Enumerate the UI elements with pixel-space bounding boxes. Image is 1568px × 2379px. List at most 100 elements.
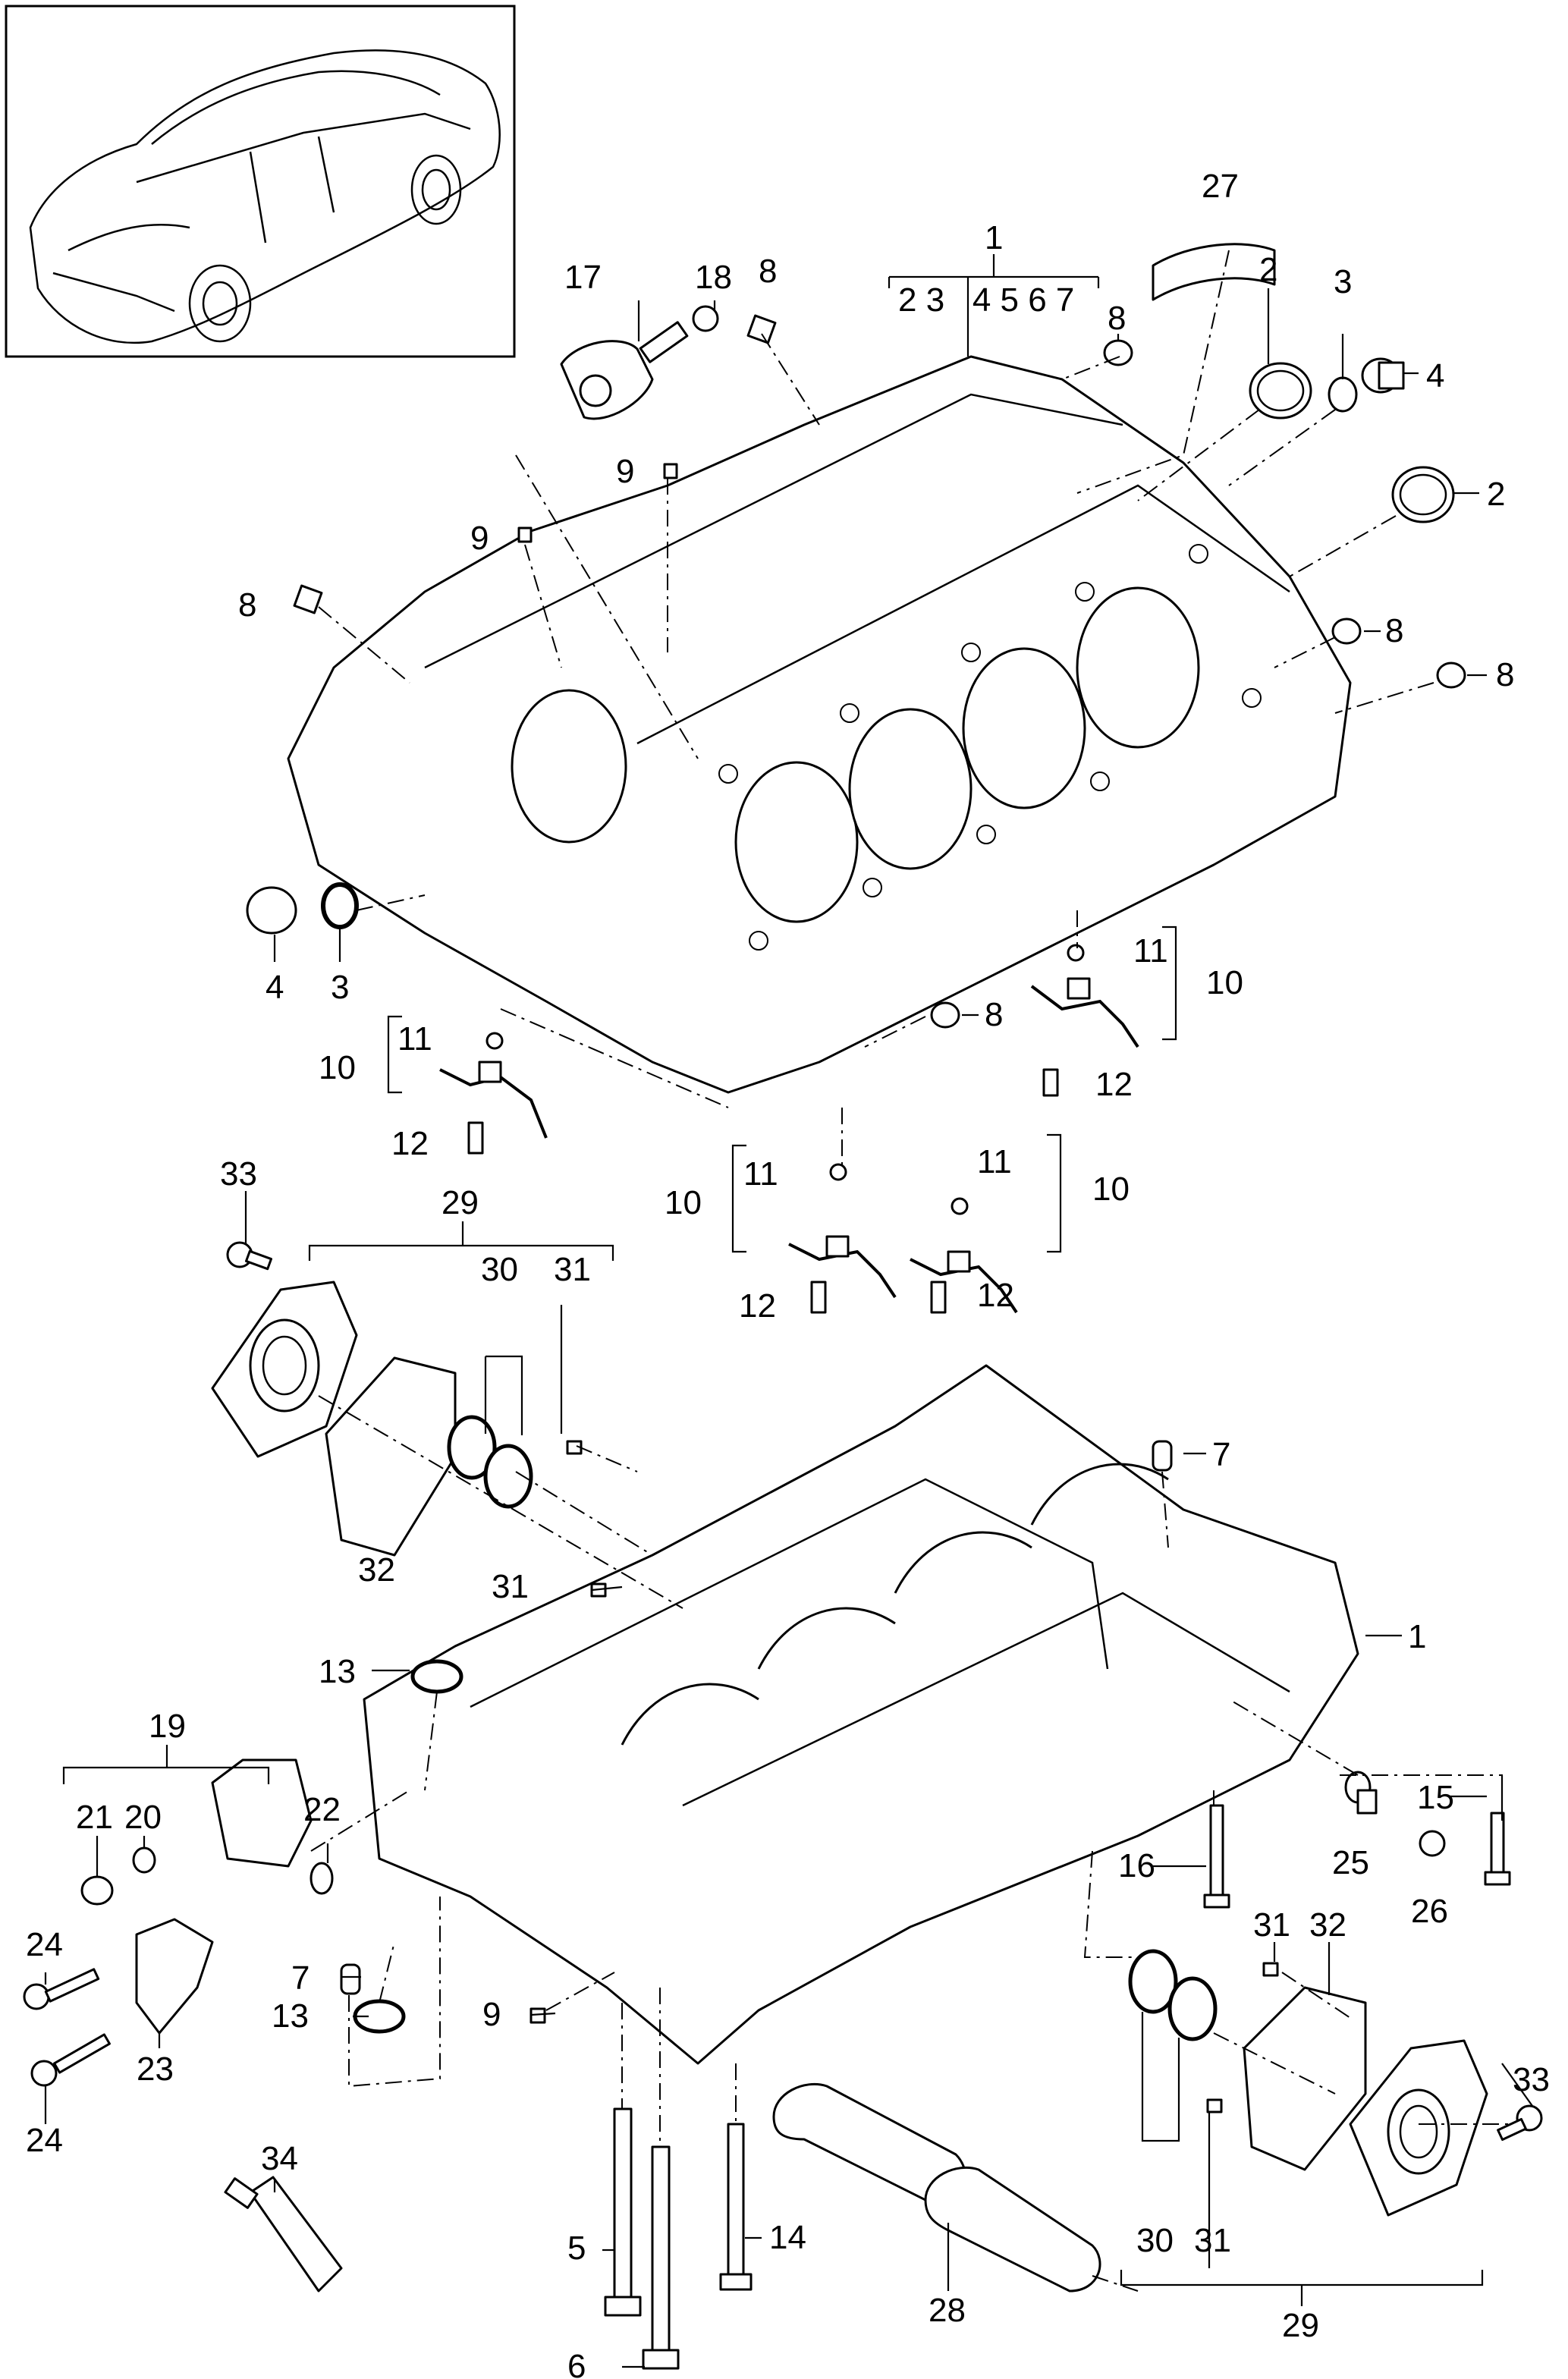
upper-crankcase (287, 355, 1352, 1094)
callout-3: 3 (1334, 263, 1352, 300)
callout-11: 11 (977, 1143, 1012, 1180)
o-ring-13 (410, 1659, 463, 1694)
bolt-24 (23, 1968, 100, 2010)
plug-9 (517, 526, 533, 543)
callout-31: 31 (1253, 1906, 1290, 1944)
callout-30: 30 (481, 1251, 518, 1288)
sensor-bolt (639, 305, 719, 363)
callout-8: 8 (1385, 612, 1403, 649)
callout-34: 34 (261, 2140, 298, 2177)
callout-11: 11 (743, 1155, 778, 1193)
dowel-sleeve (293, 584, 323, 614)
screw-plug-top (1361, 357, 1405, 394)
callout-24: 24 (26, 2122, 63, 2159)
plug-25 (1344, 1771, 1378, 1815)
seal-ring-20 (132, 1846, 156, 1874)
seal-ring-left (321, 882, 359, 929)
callout-10: 10 (665, 1184, 702, 1221)
dowel-sleeve (1436, 662, 1466, 689)
callout-8: 8 (985, 996, 1003, 1033)
plug-9 (529, 2007, 546, 2024)
dowel-sleeve (1331, 618, 1362, 645)
callout-7: 7 (1212, 1436, 1230, 1473)
plug-9 (663, 463, 678, 479)
callout-7: 7 (291, 1959, 310, 1997)
lower-crankcase (363, 1364, 1359, 2065)
callout-12: 12 (739, 1287, 776, 1325)
callout-9: 9 (482, 1996, 501, 2033)
leader-lines (44, 254, 1533, 2368)
pin-7 (1152, 1440, 1173, 1472)
screw-plug-21 (80, 1875, 114, 1906)
o-ring-left (483, 1444, 533, 1509)
callout-9: 9 (470, 520, 489, 557)
callout-13: 13 (272, 1997, 309, 2035)
cover-left (211, 1281, 358, 1458)
sealing-plug-upper (1249, 362, 1312, 420)
intermediate-shaft (772, 2082, 1101, 2293)
oil-spray-nozzle (910, 1197, 1018, 1314)
callout-30: 30 (1136, 2222, 1174, 2259)
callout-31: 31 (1194, 2222, 1231, 2259)
bolt-24 (30, 2033, 111, 2087)
pressure-sensor-housing (211, 1758, 313, 1868)
bolt-5 (604, 2107, 642, 2317)
o-ring-right (1128, 1949, 1178, 2014)
callout-13: 13 (319, 1653, 356, 1690)
callout-19: 19 (149, 1708, 186, 1745)
callout-14: 14 (769, 2219, 806, 2256)
callout-8: 8 (1108, 300, 1126, 337)
cover-right (1349, 2039, 1488, 2217)
pin-31 (1262, 1962, 1279, 1977)
oil-spray-nozzle (1030, 944, 1139, 1097)
callout-6: 6 (567, 2348, 586, 2379)
callout-28: 28 (929, 2292, 966, 2329)
callout-9: 9 (616, 453, 634, 490)
oil-spray-nozzle (439, 1032, 548, 1155)
bolt-holes (718, 544, 1262, 951)
callout-25: 25 (1332, 1844, 1369, 1881)
callout-8: 8 (759, 253, 777, 290)
o-ring-left (447, 1415, 497, 1480)
cylinder-bores (511, 586, 1200, 923)
callout-17: 17 (564, 259, 602, 296)
bolt-26 (1419, 1830, 1446, 1857)
callout-1: 1 (1408, 1618, 1426, 1655)
callout-29: 29 (1282, 2307, 1319, 2344)
callout-29: 29 (441, 1184, 479, 1221)
callout-4: 4 (266, 969, 284, 1006)
callout-4: 4 (1426, 357, 1444, 394)
assembly-lines (310, 250, 1510, 2292)
callout-10: 10 (319, 1049, 356, 1086)
callout-32: 32 (358, 1551, 395, 1589)
callout-31: 31 (554, 1251, 591, 1288)
callout-2: 2 (1487, 476, 1505, 513)
callout-2: 2 (1259, 251, 1277, 288)
callout-8: 8 (238, 586, 256, 624)
callout-24: 24 (26, 1926, 63, 1963)
bolt-14 (719, 2123, 753, 2291)
pin-7 (340, 1963, 361, 1995)
callout-10: 10 (1092, 1171, 1130, 1208)
callout-11: 11 (397, 1020, 432, 1058)
callout-20: 20 (124, 1799, 162, 1836)
callout-33: 33 (1513, 2061, 1550, 2098)
callout-21: 21 (76, 1799, 113, 1836)
gasket-left (325, 1356, 457, 1557)
bolt-33 (226, 1241, 272, 1271)
pin-31 (1206, 2098, 1223, 2113)
callout-32: 32 (1309, 1906, 1346, 1944)
knock-sensor (560, 340, 654, 420)
callout-8: 8 (1496, 656, 1514, 693)
dowel-sleeve (746, 314, 777, 344)
car-illustration (29, 49, 501, 344)
sealing-compound-tube (224, 2176, 343, 2293)
callout-27: 27 (1202, 168, 1239, 205)
callout-12: 12 (977, 1277, 1014, 1314)
oil-spray-nozzle (788, 1163, 897, 1314)
vehicle-inset (5, 5, 516, 358)
callout-10: 10 (1206, 964, 1243, 1001)
callout-23: 23 (137, 2051, 174, 2088)
callout-12: 12 (391, 1125, 429, 1162)
screw-plug-left (246, 886, 297, 935)
